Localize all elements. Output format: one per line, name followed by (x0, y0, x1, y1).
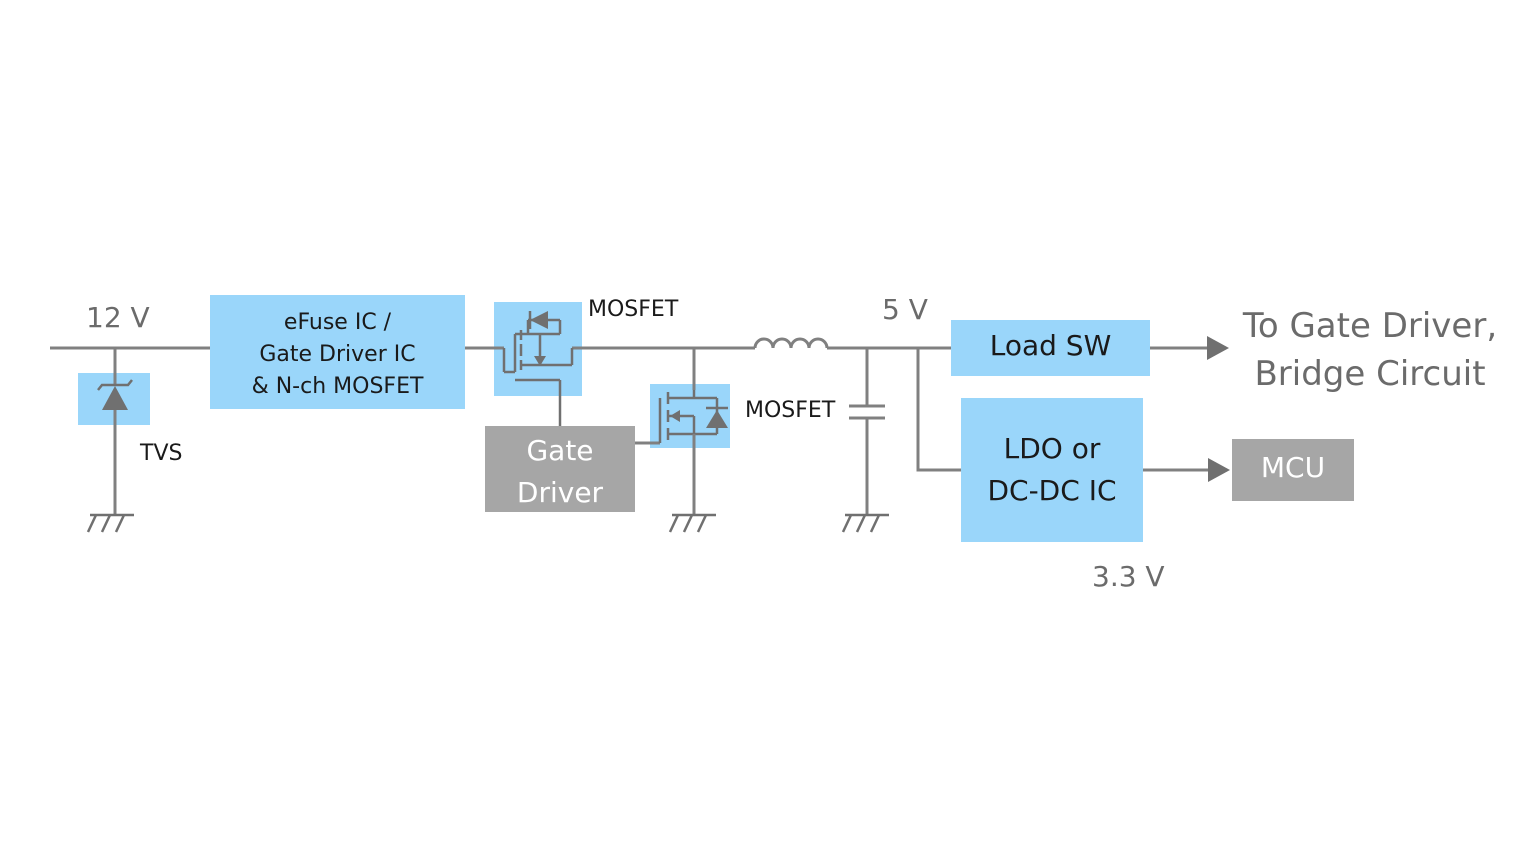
ldo-block (961, 398, 1143, 542)
destination-label-line2: Bridge Circuit (1254, 354, 1486, 394)
inductor (753, 337, 829, 349)
mosfet-top-icon (502, 318, 574, 426)
gate-driver-label-line1: Gate (526, 434, 594, 467)
ldo-feed-wire (916, 348, 961, 472)
efuse-label-line2: Gate Driver IC (259, 342, 416, 367)
gate-driver-label-line2: Driver (516, 476, 604, 509)
efuse-block (210, 295, 465, 409)
destination-label: To Gate Driver, Bridge Circuit (1236, 302, 1504, 398)
ground-icon (668, 513, 716, 533)
mosfet-low-label: MOSFET (745, 398, 836, 423)
voltage-12v-label: 12 V (86, 301, 150, 334)
mosfet-low-arrow-icon (670, 410, 680, 422)
gate-driver-label: Gate Driver (485, 430, 635, 514)
mosfet-top-label: MOSFET (588, 297, 679, 322)
ldo-label-line1: LDO or (1003, 432, 1101, 465)
arrow-right-icon (1207, 336, 1229, 360)
tvs-zener-bar (97, 379, 133, 391)
ground-icon (86, 513, 134, 533)
mosfet-top-arrow-icon (534, 356, 546, 366)
mosfet-top-diode-icon (530, 311, 548, 329)
efuse-label-line1: eFuse IC / (283, 310, 392, 335)
load-sw-label: Load SW (989, 329, 1112, 362)
ground-icon (841, 513, 889, 533)
voltage-3v3-label: 3.3 V (1092, 560, 1165, 593)
mcu-label: MCU (1260, 451, 1326, 484)
ldo-label: LDO or DC-DC IC (961, 428, 1143, 512)
load-sw-block (951, 320, 1150, 376)
gate-driver-block (485, 426, 635, 512)
tvs-label: TVS (140, 441, 183, 466)
mosfet-low-diode-icon (706, 410, 728, 428)
destination-label-line1: To Gate Driver, (1242, 306, 1498, 346)
efuse-label-line3: & N-ch MOSFET (251, 374, 424, 399)
ldo-label-line2: DC-DC IC (987, 474, 1117, 507)
efuse-label: eFuse IC / Gate Driver IC & N-ch MOSFET (210, 307, 465, 403)
tvs-diode-icon (102, 386, 128, 410)
arrow-right-icon (1208, 458, 1230, 482)
mcu-block (1232, 439, 1354, 501)
voltage-5v-label: 5 V (882, 293, 928, 326)
